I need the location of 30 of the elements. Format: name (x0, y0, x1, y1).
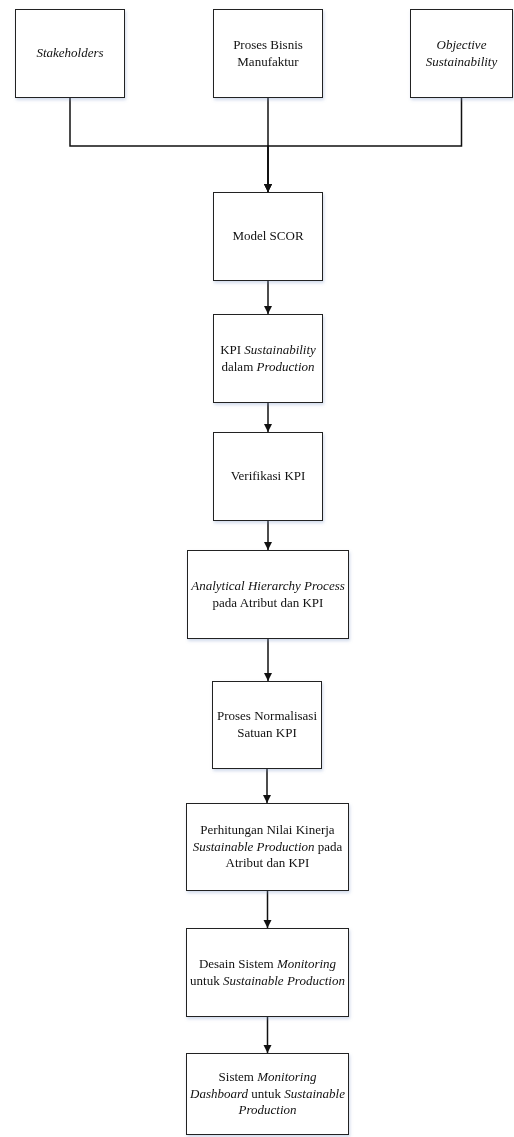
box-text: Verifikasi KPI (230, 468, 306, 485)
process-box (213, 314, 323, 403)
process-box (213, 192, 323, 281)
process-box (212, 681, 322, 769)
process-box (186, 928, 349, 1017)
box-text: Proses Bisnis Manufaktur (232, 36, 304, 71)
process-box (186, 1053, 349, 1135)
arrow (263, 1016, 272, 1054)
box-text: Proses Normalisasi Satuan KPI (216, 708, 318, 742)
process-box (15, 9, 125, 98)
process-box (213, 432, 323, 521)
arrow (263, 890, 272, 929)
process-box (187, 550, 349, 639)
box-text: Stakeholders (36, 45, 104, 62)
arrow (264, 402, 272, 433)
box-text: Desain Sistem Monitoring untuk Sustainable Production (190, 955, 345, 990)
box-text: Model SCOR (232, 228, 304, 245)
process-box (213, 9, 323, 98)
process-box (186, 803, 349, 891)
box-text: Perhitungan Nilai Kinerja Sustainable Production pada Atribut dan KPI (191, 821, 344, 873)
box-text: KPI Sustainability dalam Production (219, 341, 317, 376)
box-text: Objective Sustainability (424, 36, 499, 71)
process-box (410, 9, 513, 98)
box-text: Sistem Monitoring Dashboard untuk Sustainable Production (190, 1068, 345, 1120)
arrow (263, 768, 271, 804)
arrow (264, 520, 272, 551)
arrow (264, 97, 463, 193)
arrow (264, 638, 272, 682)
box-text: Analytical Hierarchy Process pada Atribut dan KPI (191, 577, 345, 612)
arrow (264, 280, 272, 315)
